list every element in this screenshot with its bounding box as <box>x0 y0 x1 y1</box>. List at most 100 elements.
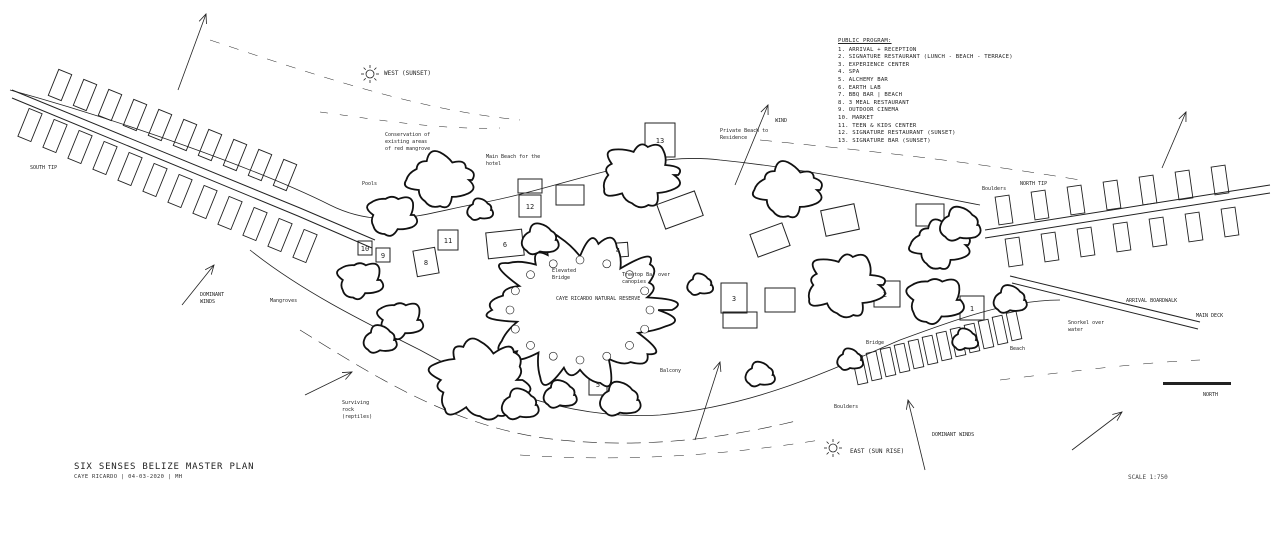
building-number: 4 <box>616 247 620 255</box>
north-villa-top <box>1174 169 1194 201</box>
label-balcony: Balcony <box>660 368 682 374</box>
north-boardwalk-bottom <box>984 192 1271 239</box>
north-villa-bottom <box>1184 211 1204 243</box>
north-villa-top <box>1102 179 1122 211</box>
arrow-head <box>905 399 915 410</box>
tree-canopy <box>542 379 578 409</box>
arrow-shaft <box>734 104 769 186</box>
building-footprint <box>720 282 748 314</box>
wind-arrow-bottom-right-icon <box>1071 411 1123 451</box>
arrow-shaft <box>694 361 721 441</box>
north-villa-bottom <box>1112 221 1132 253</box>
south-villa-top <box>197 128 223 162</box>
label-pools: Pools <box>362 181 378 187</box>
label-east: EAST (SUN RISE) <box>850 448 905 455</box>
building-number: 8 <box>424 259 428 267</box>
south-villa-top <box>122 98 148 132</box>
plan-subtitle: CAYE RICARDO | 04-03-2020 | MH <box>74 474 183 480</box>
building-footprint <box>820 203 860 237</box>
canopy-scallop <box>548 351 558 361</box>
south-villa-top <box>72 78 98 112</box>
tree-canopy <box>686 272 715 296</box>
south-villa-bottom <box>67 129 93 165</box>
building-footprint <box>437 229 459 251</box>
canopy-scallop <box>640 286 649 296</box>
tree-canopy <box>362 324 398 354</box>
arrow-shaft <box>181 264 215 306</box>
north-villa-top <box>1066 184 1086 216</box>
arrow-head <box>1178 111 1187 123</box>
plan-linework <box>9 39 1271 459</box>
water-sketch-2 <box>319 111 501 129</box>
building-footprint <box>412 246 440 278</box>
label-elevated-bridge: Elevated Bridge <box>552 268 577 281</box>
legend-item: 11. TEEN & KIDS CENTER <box>838 122 917 129</box>
tree-canopy <box>992 284 1028 314</box>
tree-canopy <box>807 253 887 319</box>
tree-canopy <box>520 222 560 256</box>
tree-canopy <box>466 197 495 221</box>
building-number: 11 <box>444 237 452 245</box>
sun-ray <box>836 451 840 455</box>
south-villa-bottom <box>17 107 43 143</box>
label-private-beach: Private Beach to Residence <box>720 128 769 141</box>
sun-ray <box>826 441 830 445</box>
building-number: 13 <box>656 137 664 145</box>
legend-item: 12. SIGNATURE RESTAURANT (SUNSET) <box>838 130 956 137</box>
tree-canopy <box>744 360 776 388</box>
scale-bar <box>1163 382 1231 385</box>
legend-item: 9. OUTDOOR CINEMA <box>838 107 899 114</box>
canopy-scallop <box>575 255 585 265</box>
scale-note: SCALE 1:750 <box>1128 474 1168 481</box>
south-villa-top <box>172 118 198 152</box>
south-boardwalk-bottom <box>11 97 373 249</box>
south-villa-bottom <box>217 195 243 231</box>
label-surviving: Surviving rock (reptiles) <box>342 400 373 420</box>
arrow-shaft <box>304 371 353 396</box>
label-south-tip: SOUTH TIP <box>30 165 58 171</box>
south-villa-bottom <box>92 140 118 176</box>
south-boardwalk-top <box>11 89 376 241</box>
building-number: 12 <box>526 203 534 211</box>
south-villa-top <box>247 148 273 182</box>
east-villa <box>879 346 897 378</box>
arrow-head <box>1112 411 1123 421</box>
label-west: WEST (SUNSET) <box>384 70 431 77</box>
north-villa-bottom <box>1040 231 1060 263</box>
north-villa-bottom <box>1004 236 1024 268</box>
east-villa <box>921 334 939 366</box>
tree-canopy <box>751 160 823 219</box>
canopy-scallop <box>640 324 649 334</box>
east-villa <box>893 342 911 374</box>
tree-canopy <box>939 205 982 242</box>
arrow-head <box>198 13 207 25</box>
north-villa-top <box>1138 174 1158 206</box>
tree-canopy <box>602 143 682 209</box>
canopy-scallop <box>505 305 515 315</box>
south-villa-bottom <box>242 206 268 242</box>
building-number: 1 <box>970 305 974 313</box>
label-wind: WIND <box>775 118 788 124</box>
building-footprint <box>375 247 391 263</box>
building-number: 3 <box>732 295 736 303</box>
label-north-tip: NORTH TIP <box>1020 181 1048 187</box>
wind-arrow-northwest-icon <box>177 13 207 91</box>
wind-arrow-north-icon <box>734 104 769 186</box>
coastline-south <box>249 249 1061 416</box>
south-villa-bottom <box>167 173 193 209</box>
east-villa <box>991 314 1009 346</box>
tree-canopy <box>336 262 385 301</box>
legend-item: 4. SPA <box>838 69 860 76</box>
arrow-head <box>713 361 722 372</box>
building-footprint <box>517 178 543 194</box>
east-villa <box>1005 310 1023 342</box>
arrow-shaft <box>177 13 207 91</box>
tree-canopies <box>336 143 1028 421</box>
sun-disc <box>828 443 838 453</box>
tree-canopy <box>599 380 642 417</box>
building-footprint <box>749 222 791 258</box>
wind-arrow-northeast-icon <box>1161 111 1187 169</box>
label-north: NORTH <box>1203 392 1219 398</box>
east-villa <box>935 330 953 362</box>
